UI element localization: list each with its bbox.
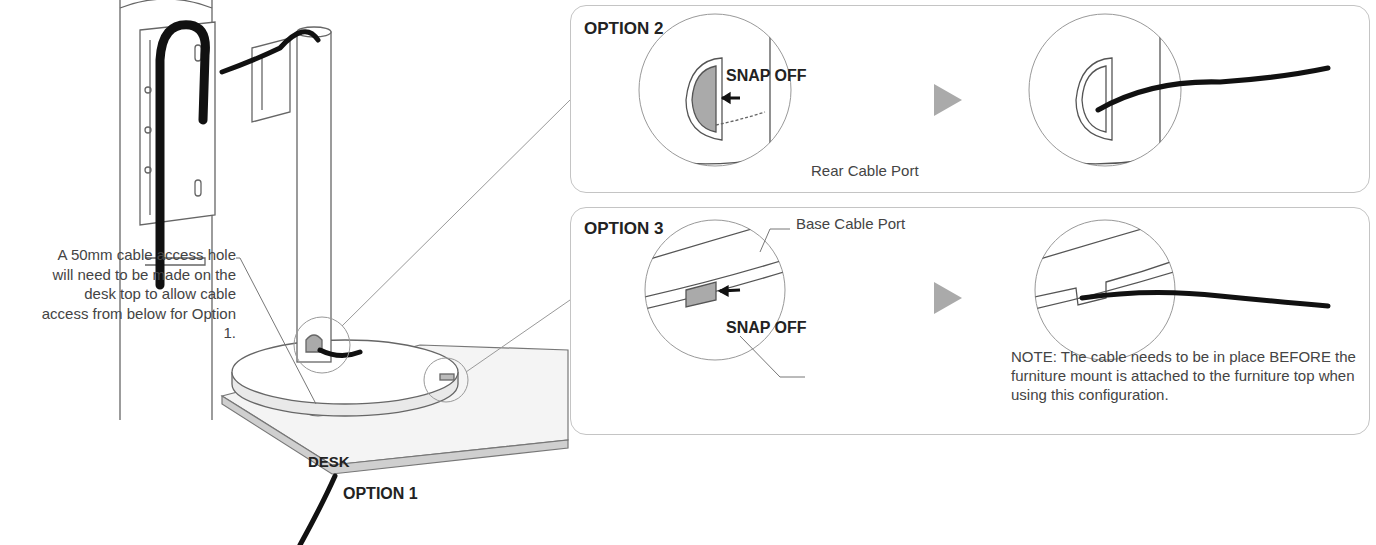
cable	[222, 32, 360, 356]
pole-detail	[120, 0, 212, 8]
base-port-detail	[640, 255, 800, 298]
zoom-marker	[294, 317, 350, 373]
cable	[160, 25, 205, 285]
step-arrow	[934, 84, 962, 116]
pole-detail	[120, 0, 215, 420]
part-name: DESK	[308, 452, 350, 472]
option-label: OPTION 1	[343, 484, 418, 505]
cable	[1082, 292, 1328, 306]
step-arrow	[934, 84, 962, 314]
cable	[1098, 68, 1328, 110]
action-label: SNAP OFF	[726, 318, 807, 338]
detail-circle	[645, 220, 1175, 360]
base-port-detail	[640, 267, 800, 310]
option-heading: OPTION 3	[584, 218, 663, 239]
rear-port-detail	[769, 0, 770, 200]
rear-port-detail	[1082, 66, 1106, 132]
cable	[320, 350, 360, 356]
stand	[440, 374, 454, 380]
rear-port-detail	[716, 112, 765, 125]
rear-port-detail	[1020, 0, 1190, 200]
stand	[232, 27, 458, 416]
cable	[1098, 68, 1328, 110]
pole-detail	[145, 167, 151, 173]
leader-line	[740, 229, 805, 377]
part-name: Base Cable Port	[796, 215, 905, 234]
cable	[300, 476, 335, 545]
detail-circle	[1029, 14, 1181, 166]
pole-detail	[145, 127, 151, 133]
base-port-detail	[719, 286, 728, 296]
action-label: SNAP OFF	[726, 66, 807, 86]
rear-port-detail	[722, 93, 730, 103]
rear-port-detail	[1020, 150, 1190, 164]
option-panel: OPTION 3 Base Cable PortSNAP OFF NOTE: The…	[570, 207, 1370, 435]
pole-detail	[195, 45, 201, 61]
pole-detail	[195, 180, 201, 196]
pole-detail	[119, 0, 120, 420]
leader-line	[236, 258, 316, 404]
base-port-detail	[1030, 215, 1190, 262]
rear-port-detail	[686, 58, 722, 140]
leader-line	[740, 336, 805, 377]
cable	[222, 32, 318, 72]
pole-detail	[145, 87, 151, 93]
zoom-marker	[466, 300, 570, 372]
option-heading: OPTION 2	[584, 18, 663, 39]
stand	[297, 32, 331, 362]
cable	[1082, 292, 1328, 306]
stand	[261, 55, 262, 110]
rear-port-detail	[630, 150, 800, 164]
base-port-detail	[640, 215, 800, 262]
zoom-marker	[294, 100, 570, 402]
leader-line	[760, 229, 790, 252]
base-port-detail	[1030, 255, 1190, 305]
callout-text: A 50mm cable access hole will need to be…	[38, 245, 236, 343]
rear-port-detail	[1159, 0, 1160, 200]
base-port-detail	[1030, 267, 1190, 310]
detail-circle	[639, 14, 1181, 166]
note-text: NOTE: The cable needs to be in place BEF…	[1011, 348, 1361, 404]
cable	[160, 25, 205, 285]
rear-port-detail	[692, 66, 716, 132]
base-port-detail	[686, 282, 716, 307]
zoom-marker	[424, 358, 468, 402]
detail-circle	[645, 220, 785, 360]
base-port-detail	[640, 215, 800, 310]
rear-port-detail	[1076, 58, 1112, 140]
stand	[232, 340, 458, 404]
zoom-marker	[342, 100, 570, 326]
part-name: Rear Cable Port	[811, 162, 919, 181]
step-arrow	[934, 282, 962, 314]
leader-line	[236, 258, 316, 404]
option-panel: OPTION 2 SNAP OFF Rear Cable Port	[570, 5, 1370, 193]
